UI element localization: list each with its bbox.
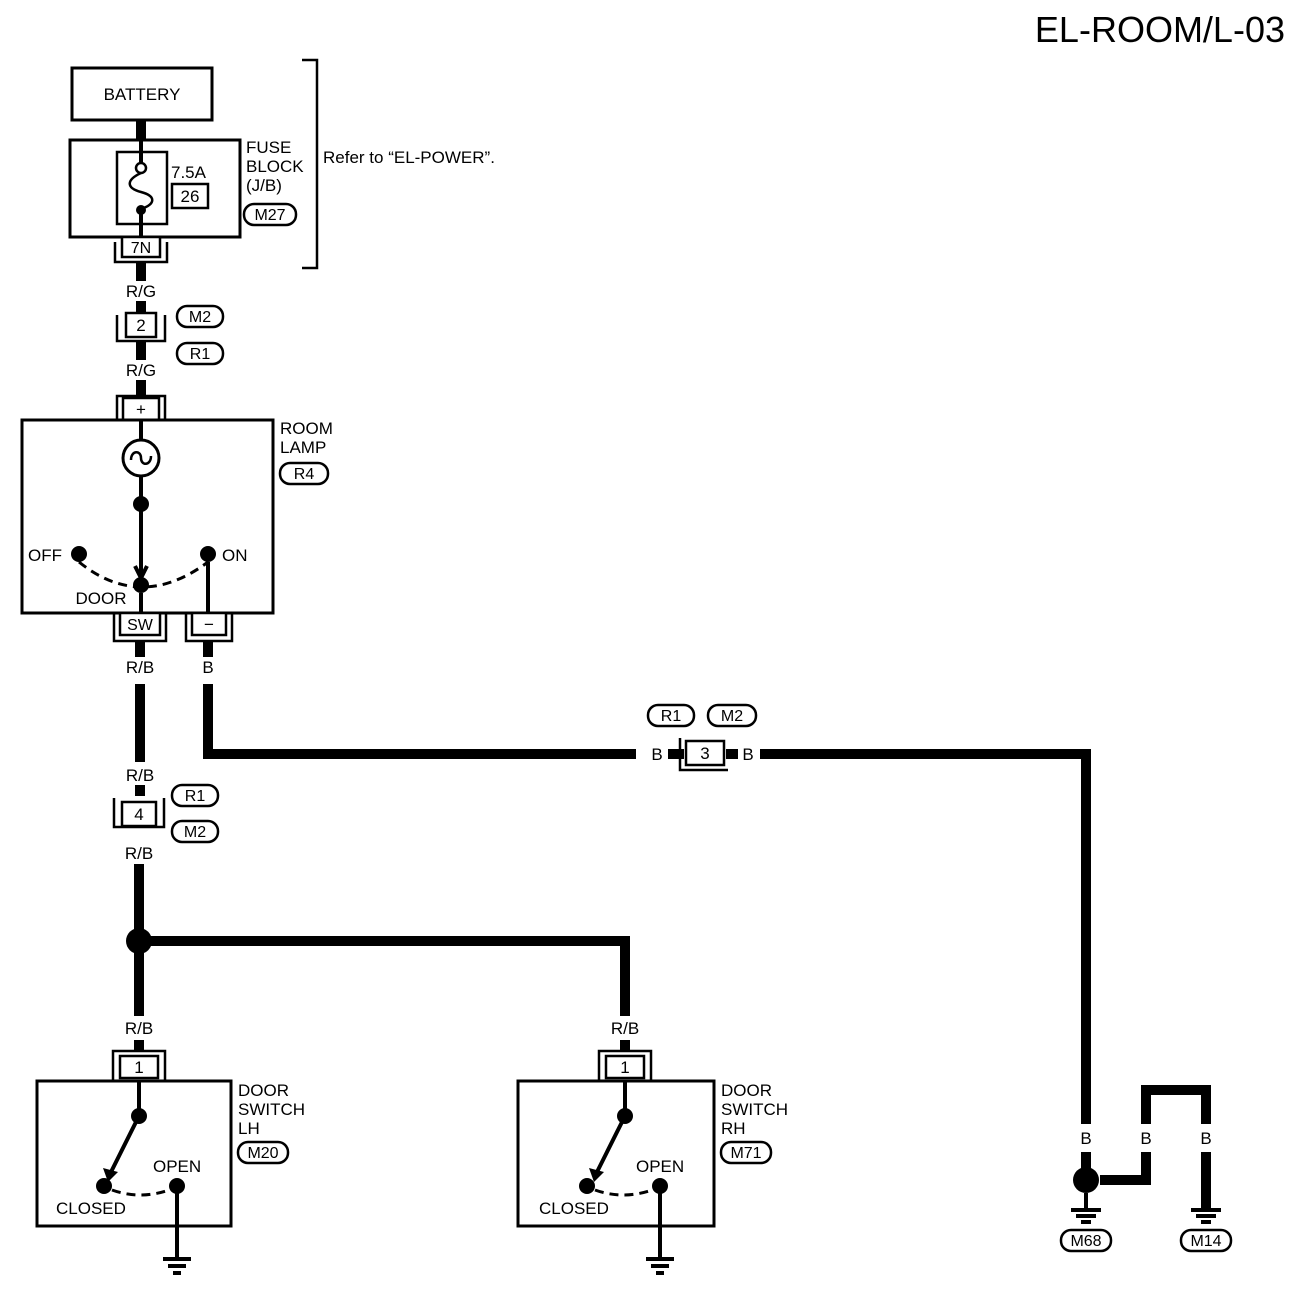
door-switch-rh: OPEN CLOSED — [516, 1079, 716, 1259]
connector-3-tag-1: R1 — [661, 708, 682, 725]
ground-icon-m68 — [1071, 1208, 1101, 1224]
rh-closed-label: CLOSED — [539, 1199, 609, 1218]
svg-text:3: 3 — [700, 744, 709, 763]
fuse-icon — [128, 171, 154, 211]
lh-ground-icon — [163, 1257, 191, 1275]
svg-text:SW: SW — [127, 617, 154, 634]
rh-open-label: OPEN — [636, 1157, 684, 1176]
door-switch-rh-label-2: SWITCH — [721, 1100, 788, 1119]
switch-pos-door: DOOR — [76, 589, 127, 608]
room-lamp-connector: R4 — [294, 466, 315, 483]
connector-2-tag-2: R1 — [190, 346, 211, 363]
room-lamp: OFF ON DOOR ROOM LAMP R4 — [20, 418, 333, 615]
wire-label-b-1: B — [202, 658, 213, 677]
terminal-7n: 7N — [113, 235, 169, 264]
door-contact — [133, 577, 149, 593]
ground-icon-m14 — [1191, 1208, 1221, 1224]
connector-4: 4 R1 M2 — [112, 783, 220, 844]
ground-jumper-wire — [1141, 1085, 1211, 1124]
wire-label-rb-2: R/B — [126, 766, 154, 785]
ground-splice-m68 — [1073, 1167, 1099, 1193]
connector-4-tag-1: R1 — [185, 788, 206, 805]
wire-label-b-ground-2: B — [1140, 1129, 1151, 1148]
room-lamp-label-1: ROOM — [280, 419, 333, 438]
fuse-block-connector: M27 — [254, 207, 285, 224]
fuse-number: 26 — [181, 187, 200, 206]
page-code: EL-ROOM/L-03 — [1035, 9, 1285, 50]
rh-closed-contact — [579, 1178, 595, 1194]
ground-m68-label: M68 — [1070, 1233, 1101, 1250]
wire-label-rb-1: R/B — [126, 658, 154, 677]
connector-3: 3 R1 M2 — [646, 703, 758, 772]
door-switch-lh: OPEN CLOSED — [35, 1079, 233, 1259]
ground-m14-label: M14 — [1190, 1233, 1221, 1250]
svg-text:−: − — [204, 615, 214, 634]
room-lamp-plus-terminal: + — [115, 394, 167, 422]
door-switch-rh-label-3: RH — [721, 1119, 746, 1138]
wire-label-b-3: B — [742, 745, 753, 764]
svg-text:7N: 7N — [131, 240, 151, 257]
wire-label-rb-lh: R/B — [125, 1019, 153, 1038]
svg-text:1: 1 — [134, 1058, 143, 1077]
switch-pos-off: OFF — [28, 546, 62, 565]
off-contact — [71, 546, 87, 562]
svg-text:1: 1 — [620, 1058, 629, 1077]
power-bracket — [302, 58, 319, 270]
svg-text:4: 4 — [134, 805, 143, 824]
room-lamp-label-2: LAMP — [280, 438, 326, 457]
wire-label-b-ground-3: B — [1200, 1129, 1211, 1148]
door-switch-rh-connector: M71 — [730, 1145, 761, 1162]
fuse-block-label-3: (J/B) — [246, 176, 282, 195]
door-switch-rh-label-1: DOOR — [721, 1081, 772, 1100]
on-contact — [200, 546, 216, 562]
wire-label-rb-rh: R/B — [611, 1019, 639, 1038]
battery: BATTERY — [70, 66, 214, 122]
refer-note: Refer to “EL-POWER”. — [323, 148, 495, 167]
door-switch-lh-label-2: SWITCH — [238, 1100, 305, 1119]
door-switch-rh-terminal: 1 — [597, 1049, 653, 1081]
door-switch-lh-terminal: 1 — [111, 1049, 167, 1081]
lh-open-label: OPEN — [153, 1157, 201, 1176]
connector-4-tag-2: M2 — [184, 824, 206, 841]
wire-label-rg-1: R/G — [126, 282, 156, 301]
fuse-block-label-2: BLOCK — [246, 157, 304, 176]
door-switch-lh-label-1: DOOR — [238, 1081, 289, 1100]
svg-text:+: + — [136, 400, 146, 419]
wire-label-b-ground-1: B — [1080, 1129, 1091, 1148]
connector-3-tag-2: M2 — [721, 708, 743, 725]
door-switch-lh-connector: M20 — [247, 1145, 278, 1162]
battery-label: BATTERY — [104, 85, 181, 104]
fuse-rating: 7.5A — [171, 163, 207, 182]
wire-label-b-2: B — [651, 745, 662, 764]
connector-2-tag-1: M2 — [189, 309, 211, 326]
svg-text:2: 2 — [136, 316, 145, 335]
rh-branch-wire — [139, 936, 630, 1016]
wire-label-rb-3: R/B — [125, 844, 153, 863]
lh-closed-contact — [96, 1178, 112, 1194]
fuse-block: 7.5A 26 FUSE BLOCK (J/B) M27 — [68, 138, 304, 239]
rh-ground-icon — [646, 1257, 674, 1275]
lh-closed-label: CLOSED — [56, 1199, 126, 1218]
switch-pos-on: ON — [222, 546, 248, 565]
wire-label-rg-2: R/G — [126, 361, 156, 380]
room-lamp-sw-terminal: SW — [112, 611, 168, 643]
fuse-block-label-1: FUSE — [246, 138, 291, 157]
room-lamp-minus-terminal: − — [184, 611, 234, 643]
connector-2: 2 M2 R1 — [115, 304, 225, 366]
door-switch-lh-label-3: LH — [238, 1119, 260, 1138]
